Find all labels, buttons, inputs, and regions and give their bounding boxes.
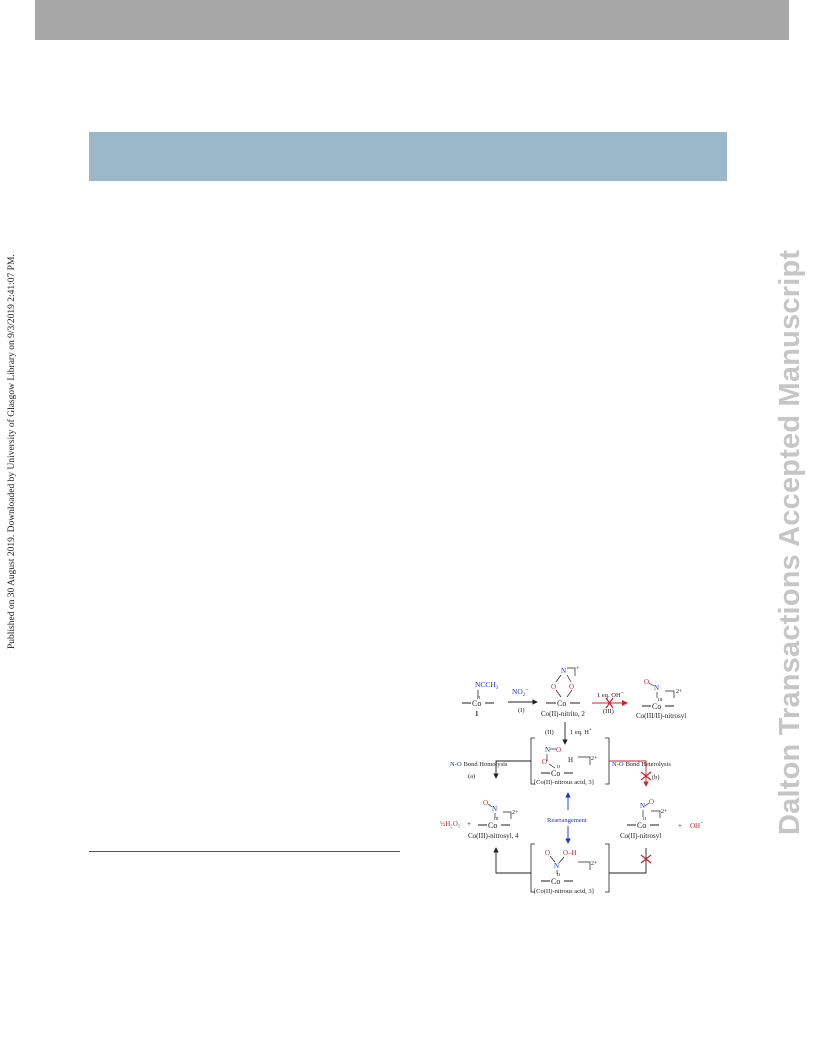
svg-text:Co(II)-nitrosyl: Co(II)-nitrosyl (620, 832, 661, 840)
svg-text:N: N (654, 684, 659, 692)
svg-text:(II): (II) (545, 729, 554, 736)
svg-text:+: + (678, 822, 682, 830)
svg-text:(a): (a) (468, 773, 475, 780)
svg-text:½H₂O₂: ½H₂O₂ (440, 820, 461, 828)
svg-text:N: N (492, 805, 497, 813)
svg-text:1 eq. H+: 1 eq. H+ (570, 728, 592, 736)
compound-number: 1 (475, 710, 479, 718)
svg-text:Co: Co (551, 877, 560, 886)
cobalt-label: Co (472, 699, 481, 708)
svg-text:O: O (569, 683, 574, 691)
svg-text:III: III (494, 816, 499, 821)
svg-text:2+: 2+ (512, 810, 519, 816)
svg-text:O: O (556, 746, 561, 754)
step-i-arrow: NO2− (I) (508, 687, 538, 714)
title-band (89, 132, 727, 181)
svg-text:2+: 2+ (661, 809, 668, 815)
svg-text:N: N (561, 667, 566, 675)
header-bar (35, 0, 789, 40)
accepted-manuscript-watermark: Dalton Transactions Accepted Manuscript (774, 249, 806, 835)
svg-text:2+: 2+ (591, 861, 598, 867)
svg-text:(I): (I) (518, 707, 525, 714)
footnote-divider (89, 851, 400, 852)
svg-text:II: II (643, 816, 646, 821)
svg-text:+: + (576, 666, 580, 672)
svg-text:Co: Co (551, 769, 560, 778)
oxidation-state: II (477, 695, 480, 700)
rearrangement-arrows: Rearrangement (547, 792, 587, 844)
svg-text:Co(II)-nitrito, 2: Co(II)-nitrito, 2 (541, 710, 585, 718)
svg-text:O: O (542, 758, 547, 766)
publication-note: Published on 30 August 2019. Downloaded … (7, 254, 17, 649)
svg-text:Co(III)-nitrosyl, 4: Co(III)-nitrosyl, 4 (468, 832, 519, 840)
reaction-scheme: NCCH3 Co II 1 NO2− (I) N + O O Co Co(II)… (440, 660, 730, 900)
svg-text:II: II (557, 764, 560, 769)
acetonitrile-n: NCCH3 (475, 680, 499, 691)
svg-text:2+: 2+ (591, 756, 598, 762)
svg-text:Co: Co (557, 699, 566, 708)
svg-text:(b): (b) (652, 774, 660, 781)
homolysis-return-arrow (493, 847, 531, 874)
svg-text:H: H (568, 756, 573, 764)
step-ii-arrow: (II) 1 eq. H+ (545, 722, 592, 745)
svg-text:1 eq. OH−: 1 eq. OH− (597, 690, 624, 699)
svg-text:O–H: O–H (563, 849, 577, 857)
svg-text:Co: Co (637, 821, 646, 830)
svg-text:N: N (554, 862, 559, 870)
svg-text:[Co(II)-nitrous acid, 3]: [Co(II)-nitrous acid, 3] (534, 888, 594, 895)
svg-text:[Co(II)-nitrous acid, 3]: [Co(II)-nitrous acid, 3] (534, 779, 594, 786)
svg-text:N: N (545, 746, 550, 754)
svg-text:Co: Co (488, 821, 497, 830)
svg-text:OH−: OH− (690, 820, 703, 830)
svg-text:Co(III/II)-nitrosyl: Co(III/II)-nitrosyl (636, 712, 686, 720)
svg-text:Rearrangement: Rearrangement (547, 817, 587, 824)
svg-text:O: O (551, 683, 556, 691)
reaction-scheme-svg: NCCH3 Co II 1 NO2− (I) N + O O Co Co(II)… (440, 666, 703, 895)
svg-text:+: + (467, 820, 471, 828)
svg-text:(III): (III) (603, 708, 614, 715)
compound-2-nitrito: N + O O Co Co(II)-nitrito, 2 (541, 666, 585, 718)
step-iii-blocked-arrow: 1 eq. OH− (III) (592, 690, 628, 715)
svg-text:2+: 2+ (676, 689, 683, 695)
compound-nitrosyl-top: O N 2+ Co III Co(III/II)-nitrosyl (636, 678, 686, 720)
svg-text:Co: Co (652, 702, 661, 711)
nitrous-acid-isomer: O N O–H 2+ Co II [Co(II)-nitrous acid, 3… (530, 843, 610, 895)
svg-text:O: O (483, 799, 488, 807)
heterolysis-blocked-return (609, 848, 652, 874)
nitrous-acid-complex: N O O H 2+ Co II [Co(II)-nitrous acid, 3… (530, 737, 610, 786)
svg-text:III: III (658, 697, 663, 702)
svg-text:NO2−: NO2− (512, 687, 529, 698)
svg-text:II: II (557, 872, 560, 877)
compound-1: NCCH3 Co II 1 (462, 680, 499, 718)
svg-text:N: N (640, 802, 645, 810)
homolysis-products: ½H₂O₂ + O N 2+ Co III Co(III)-nitrosyl, … (440, 799, 519, 840)
svg-text:O: O (644, 678, 649, 686)
svg-text:O: O (545, 849, 550, 857)
svg-text:O: O (649, 798, 654, 806)
heterolysis-products: N O 2+ Co II Co(II)-nitrosyl + OH− (620, 798, 703, 840)
